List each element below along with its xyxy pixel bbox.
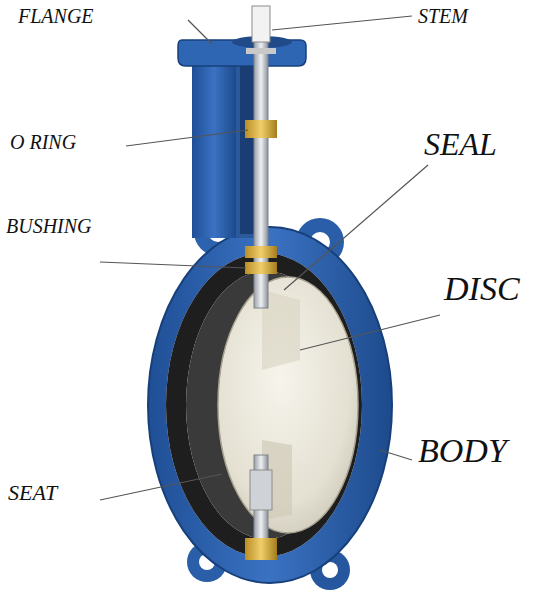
part-label: SEAT [8, 482, 57, 504]
part-label: BUSHING [6, 216, 92, 236]
part-label: STEM [418, 6, 468, 26]
leader-lines [100, 16, 440, 500]
valve-disc [218, 277, 358, 533]
part-label: FLANGE [18, 6, 94, 26]
part-label: SEAL [424, 128, 497, 160]
valve-stem [250, 6, 272, 550]
part-label: DISC [444, 272, 520, 306]
bushings [245, 48, 277, 560]
part-label: O RING [10, 132, 76, 152]
part-label: BODY [418, 434, 507, 468]
